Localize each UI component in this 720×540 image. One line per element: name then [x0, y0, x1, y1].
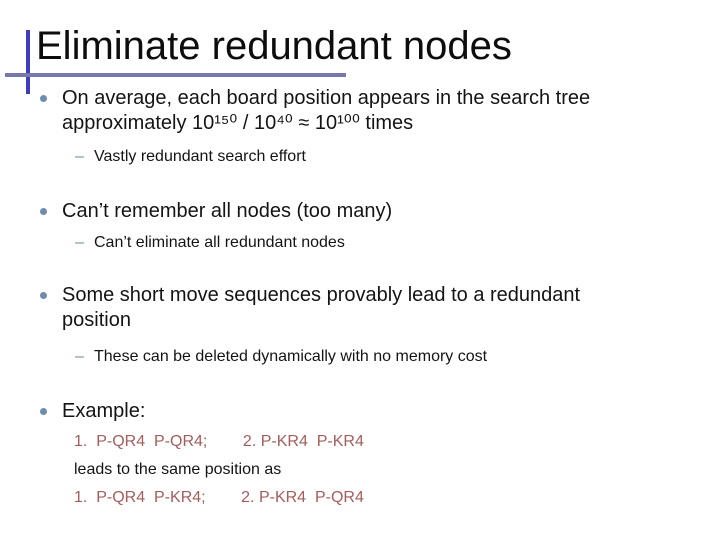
dash-bullet-icon: – [75, 234, 84, 251]
bullet-item-example: Example: [40, 399, 145, 424]
slide-title: Eliminate redundant nodes [36, 24, 512, 68]
dot-shape [40, 95, 47, 102]
bullet-dot-icon [40, 199, 62, 215]
dot-shape [40, 208, 47, 215]
move-sequence-connector: leads to the same position as [74, 461, 282, 478]
bullet-item-short-sequences: Some short move sequences provably lead … [40, 283, 580, 333]
bullet-dot-icon [40, 86, 62, 102]
bullet-item-cant-remember: Can’t remember all nodes (too many) [40, 199, 392, 224]
dot-shape [40, 408, 47, 415]
bullet-item-average-position: On average, each board position appears … [40, 86, 590, 136]
bullet-text: Can’t remember all nodes (too many) [62, 200, 393, 222]
title-accent-vertical-line [26, 30, 30, 94]
bullet-dot-icon [40, 283, 62, 299]
bullet-text: Some short move sequences provably lead … [62, 284, 581, 331]
bullet-text: On average, each board position appears … [62, 87, 591, 134]
title-underline [5, 73, 346, 77]
move-sequence-line-2: 1. P-QR4 P-KR4; 2. P-KR4 P-QR4 [74, 489, 364, 506]
sub-bullet-cant-eliminate: – Can’t eliminate all redundant nodes [75, 233, 345, 253]
sub-bullet-text: Vastly redundant search effort [94, 148, 306, 165]
sub-bullet-deleted-dynamically: – These can be deleted dynamically with … [75, 347, 487, 367]
dot-shape [40, 292, 47, 299]
move-sequence-line-1: 1. P-QR4 P-QR4; 2. P-KR4 P-KR4 [74, 433, 364, 450]
sub-bullet-redundant-effort: – Vastly redundant search effort [75, 147, 306, 167]
sub-bullet-text: These can be deleted dynamically with no… [94, 348, 488, 365]
bullet-dot-icon [40, 399, 62, 415]
bullet-text: Example: [62, 400, 146, 422]
sub-bullet-text: Can’t eliminate all redundant nodes [94, 234, 345, 251]
dash-bullet-icon: – [75, 148, 84, 165]
dash-bullet-icon: – [75, 348, 84, 365]
